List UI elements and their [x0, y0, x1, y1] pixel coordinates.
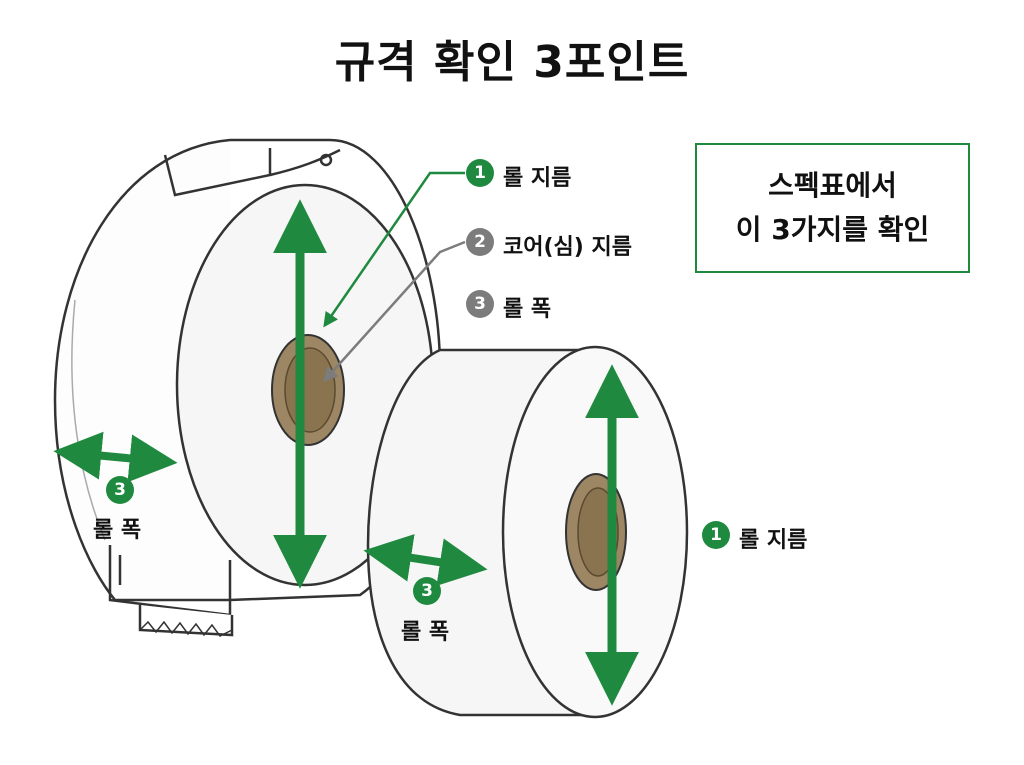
dispenser-width-arrow — [53, 431, 178, 483]
roll-width-badge: 3 — [413, 577, 441, 605]
leader-core-diameter — [322, 240, 466, 383]
note-line-2: 이 3가지를 확인 — [735, 213, 930, 246]
legend-label-roll-diameter: 롤 지름 — [503, 166, 572, 191]
dispenser — [53, 138, 442, 637]
roll-diameter-badge: 1 — [702, 521, 730, 549]
legend-label-roll-width: 롤 폭 — [503, 297, 552, 322]
legend-badge-2: 2 — [466, 228, 494, 256]
dispenser-width-badge: 3 — [106, 476, 134, 504]
legend-label-core-diameter: 코어(심) 지름 — [503, 235, 632, 260]
dispenser-width-label: 롤 폭 — [93, 518, 142, 543]
standalone-roll — [366, 345, 689, 719]
note-line-1: 스펙표에서 — [768, 169, 897, 202]
roll-diameter-label: 롤 지름 — [739, 528, 808, 553]
note-box: 스펙표에서 이 3가지를 확인 — [695, 143, 970, 273]
legend-badge-3: 3 — [466, 290, 494, 318]
roll-width-arrow — [363, 534, 488, 586]
leader-roll-diameter — [323, 171, 465, 328]
legend-badge-1: 1 — [466, 159, 494, 187]
page-title: 규격 확인 3포인트 — [334, 37, 690, 88]
roll-width-label: 롤 폭 — [401, 620, 450, 645]
